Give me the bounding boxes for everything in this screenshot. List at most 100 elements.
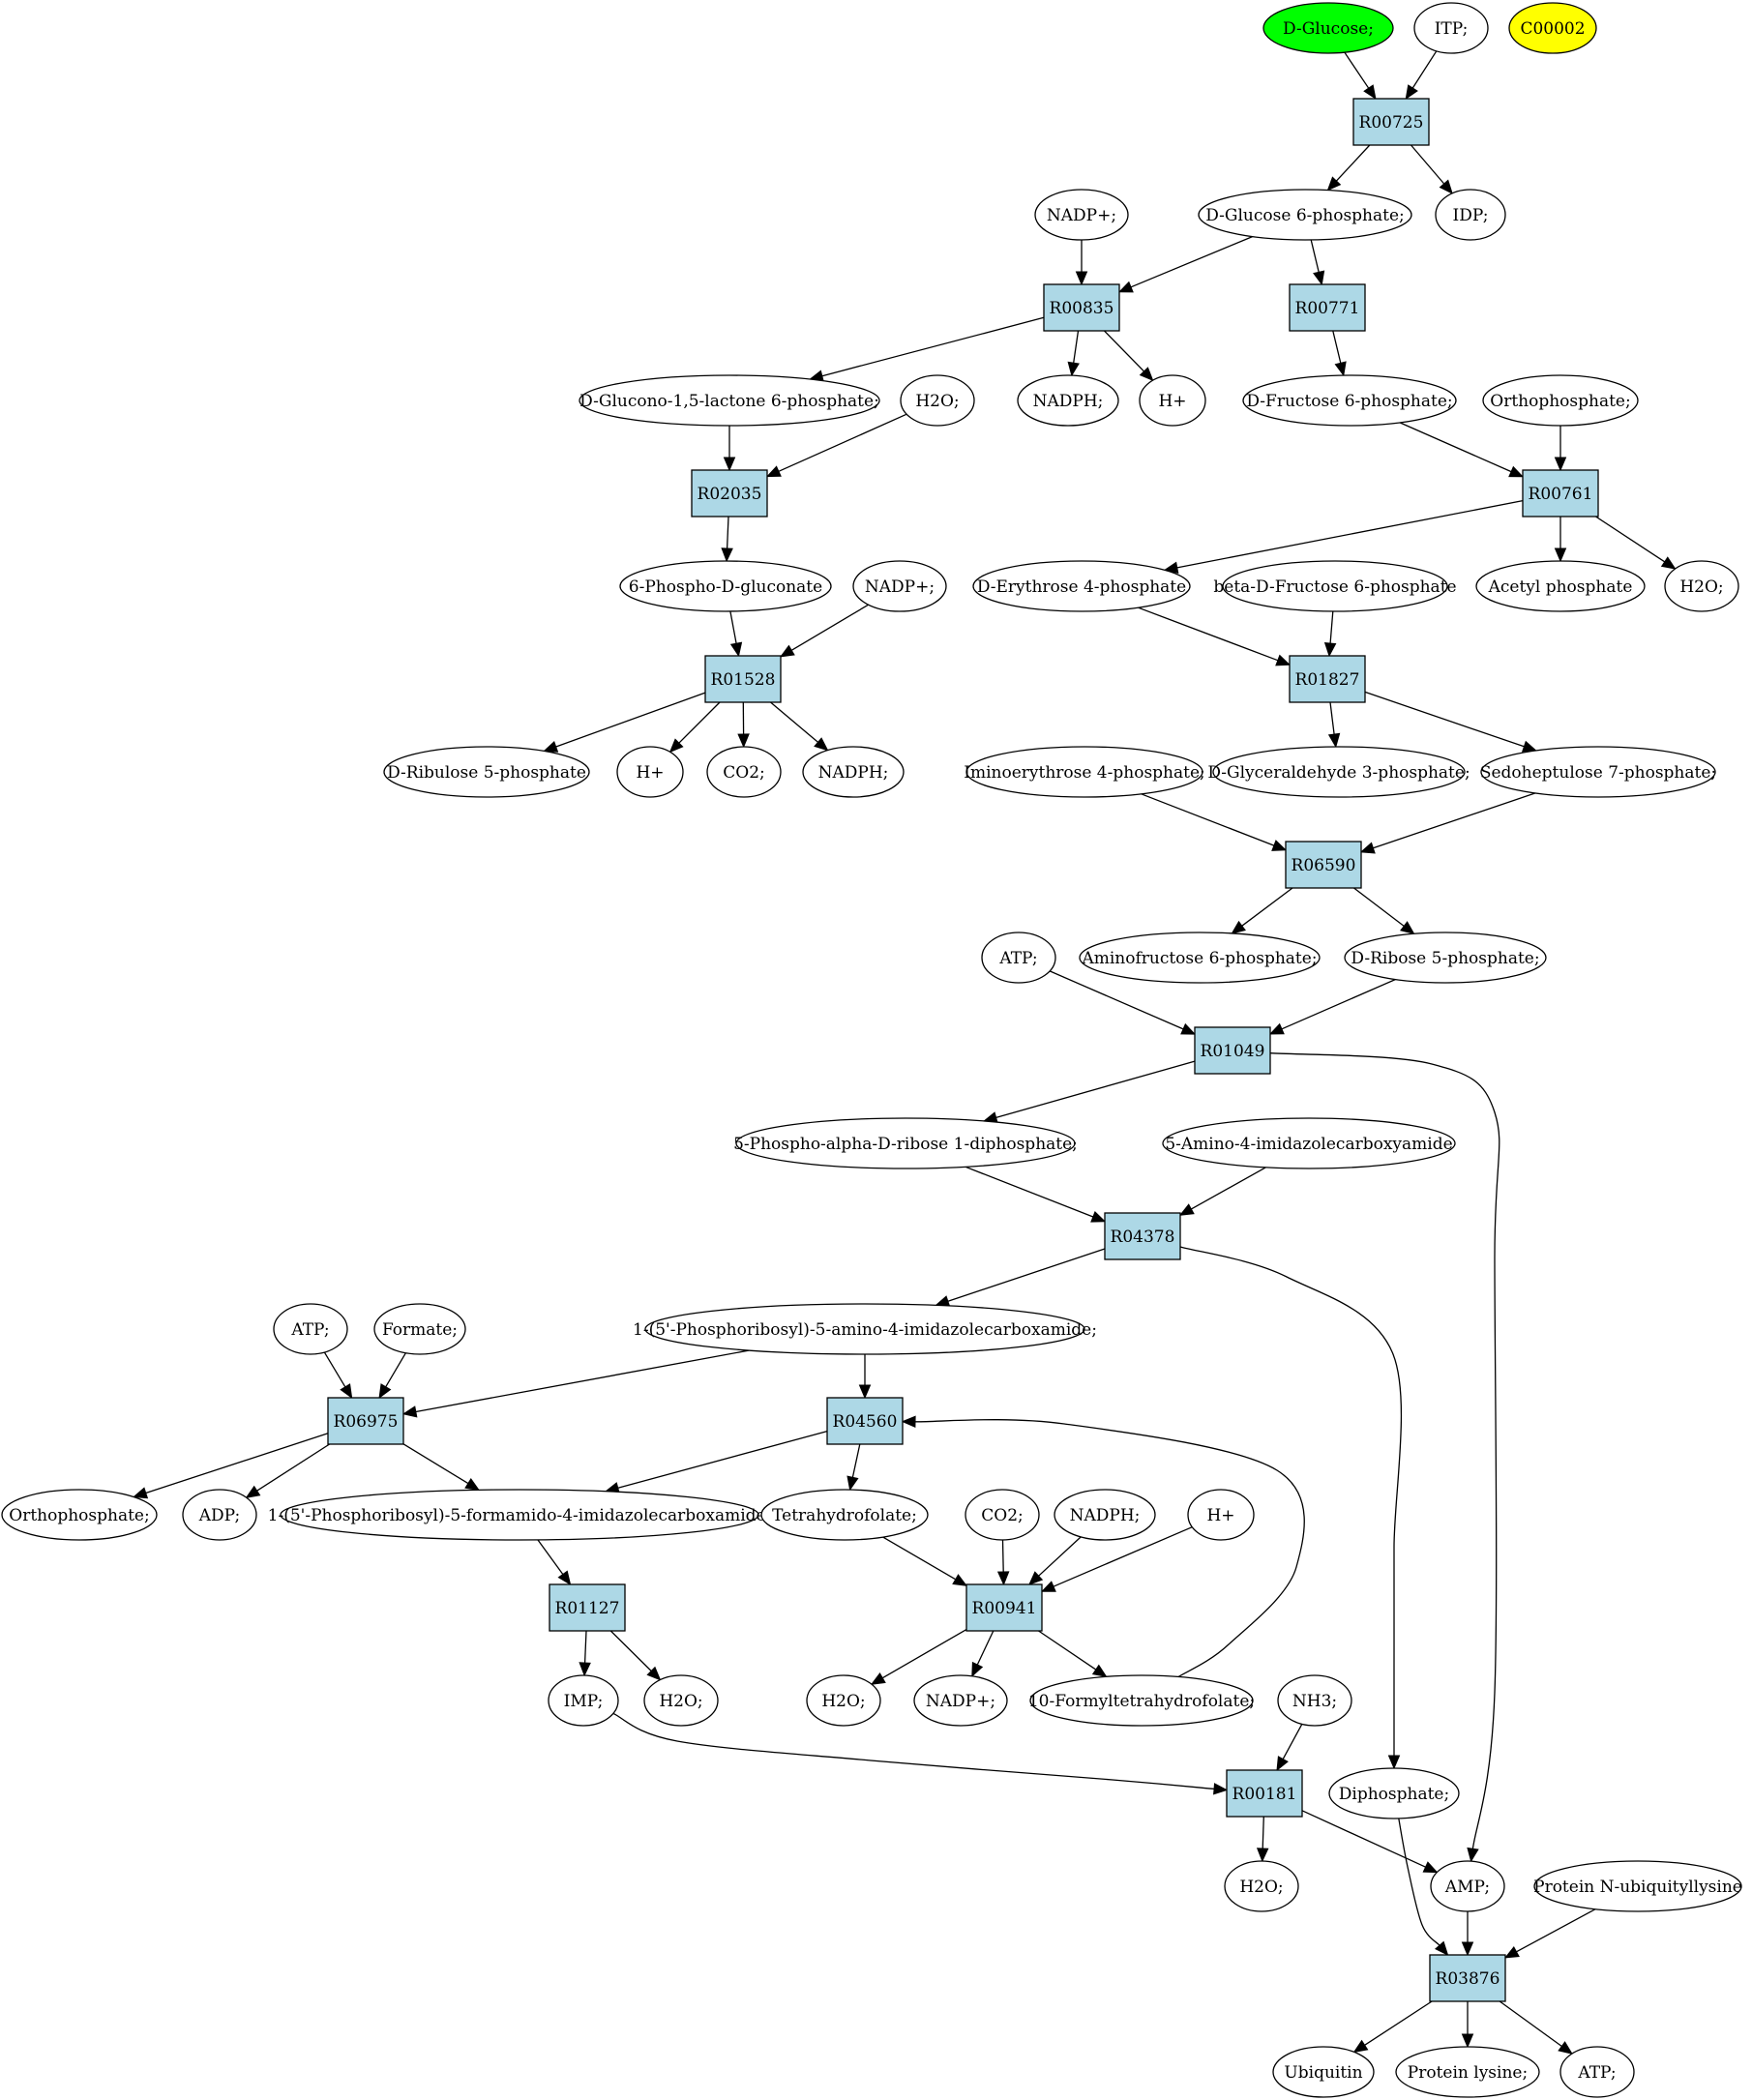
compound-ellipse — [981, 932, 1056, 984]
compound-ellipse — [1272, 2046, 1375, 2098]
edge-ubiquityllysine-to-R03876 — [1503, 1908, 1596, 1959]
compound-ellipse — [735, 1117, 1076, 1169]
compound-node-h2o-4: H2O; — [806, 1674, 881, 1727]
compound-node-hplus-1: H+ — [1139, 374, 1206, 427]
edge-R00835-to-glucono — [808, 316, 1045, 382]
node-label: AMP; — [1444, 1878, 1490, 1897]
edge-erythrose-to-R01827 — [1138, 606, 1292, 666]
arrowhead — [1461, 1941, 1474, 1957]
compound-node-ribose5p: D-Ribose 5-phosphate; — [1344, 932, 1547, 984]
node-label: CO2; — [723, 763, 765, 783]
arrowhead — [1352, 2039, 1369, 2054]
compound-node-sedoheptulose: Sedoheptulose 7-phosphate; — [1480, 746, 1716, 798]
node-label: H2O; — [1239, 1878, 1283, 1897]
compound-node-amp: AMP; — [1430, 1860, 1505, 1912]
edge-R00941-to-nadp_3 — [971, 1630, 995, 1677]
edge-R00771-to-f6p — [1332, 330, 1347, 377]
compound-ellipse — [1139, 374, 1206, 427]
edge-aicar-to-R06975 — [401, 1349, 750, 1418]
compound-ellipse — [373, 1303, 466, 1355]
edge-line — [402, 1443, 469, 1485]
edge-line — [1364, 2000, 1433, 2046]
reaction-node-R01827: R01827 — [1289, 655, 1366, 703]
node-label: 1-(5'-Phosphoribosyl)-5-amino-4-imidazol… — [633, 1320, 1097, 1340]
reaction-node-R00725: R00725 — [1352, 98, 1430, 146]
node-label: D-Fructose 6-phosphate; — [1246, 392, 1452, 411]
compound-ellipse — [1054, 1489, 1156, 1541]
arrowhead — [1439, 179, 1453, 194]
edge-line — [778, 413, 907, 472]
compound-ellipse — [1664, 560, 1739, 612]
reaction-node-R06590: R06590 — [1285, 841, 1362, 889]
compound-node-f6p: D-Fructose 6-phosphate; — [1242, 374, 1457, 427]
compound-ellipse — [643, 1674, 719, 1727]
node-label: H2O; — [659, 1692, 702, 1711]
node-label: Orthophosphate; — [1490, 392, 1630, 411]
node-label: ADP; — [198, 1506, 240, 1525]
edge-formate-to-R06975 — [378, 1352, 406, 1400]
edge-nadp_2-to-R01528 — [779, 604, 869, 658]
compound-node-g6p: D-Glucose 6-phosphate; — [1198, 189, 1412, 241]
arrowhead — [765, 465, 782, 478]
compound-node-nh3: NH3; — [1277, 1674, 1352, 1727]
edge-nadp_1-to-R00835 — [1075, 240, 1088, 286]
edge-R06590-to-aminofructose — [1231, 887, 1293, 934]
arrowhead — [557, 1570, 572, 1586]
node-label: H2O; — [1679, 577, 1723, 597]
node-label: Aminofructose 6-phosphate; — [1081, 949, 1317, 968]
arrowhead — [721, 547, 733, 563]
arrowhead — [1363, 84, 1377, 101]
edge-R03876-to-protein_lysine — [1461, 2001, 1474, 2049]
reaction-node-R04378: R04378 — [1104, 1212, 1181, 1260]
compound-ellipse — [182, 1489, 257, 1541]
node-label: R00941 — [972, 1599, 1037, 1618]
edge-line — [1329, 610, 1334, 644]
compound-node-hplus-3: H+ — [1187, 1489, 1255, 1541]
reaction-node-R01528: R01528 — [704, 655, 782, 703]
arrowhead — [1467, 1847, 1479, 1863]
compound-ellipse — [1430, 1860, 1505, 1912]
edge-R01528-to-nadph_2 — [770, 701, 829, 752]
node-label: 5-Amino-4-imidazolecarboxyamide — [1165, 1135, 1452, 1154]
compound-node-nadph-3: NADPH; — [1054, 1489, 1156, 1541]
node-label: NH3; — [1292, 1692, 1337, 1711]
edge-ribose5p-to-R01049 — [1268, 979, 1396, 1035]
compound-ellipse — [1034, 189, 1129, 241]
compound-node-ubiquitin: Ubiquitin — [1272, 2046, 1375, 2098]
reaction-node-R00181: R00181 — [1226, 1769, 1303, 1818]
arrowhead — [1461, 2033, 1474, 2049]
edge-line — [1373, 792, 1536, 849]
arrowhead — [1387, 1755, 1401, 1770]
compound-ellipse — [616, 746, 684, 798]
compound-ellipse — [280, 1489, 759, 1541]
arrowhead — [1256, 1848, 1269, 1863]
edge-line — [1141, 793, 1275, 846]
edge-line — [678, 701, 721, 744]
compound-node-glucono: D-Glucono-1,5-lactone 6-phosphate; — [579, 374, 880, 427]
edge-glucose-to-R00725 — [1344, 51, 1377, 101]
node-label: beta-D-Fructose 6-phosphate — [1213, 577, 1456, 597]
arrowhead — [1180, 1022, 1197, 1035]
edge-line — [995, 1060, 1196, 1119]
edge-line — [914, 1419, 1305, 1678]
compound-ellipse — [1162, 1117, 1456, 1169]
node-label: D-Glucono-1,5-lactone 6-phosphate; — [579, 392, 879, 411]
node-label: H2O; — [915, 392, 959, 411]
edge-nh3-to-R00181 — [1276, 1724, 1303, 1772]
edge-line — [1499, 2000, 1562, 2048]
arrowhead — [1091, 1664, 1108, 1678]
arrowhead — [996, 1571, 1010, 1586]
compound-ellipse — [548, 1674, 619, 1727]
node-label: Orthophosphate; — [9, 1506, 149, 1525]
node-label: R01827 — [1295, 670, 1360, 690]
compound-node-erythrose: D-Erythrose 4-phosphate — [972, 560, 1191, 612]
reaction-box — [1352, 98, 1430, 146]
edge-R04560-to-faicar — [604, 1430, 828, 1494]
compound-ellipse — [1029, 1674, 1254, 1727]
arrowhead — [1334, 361, 1347, 377]
compound-ellipse — [1224, 1860, 1299, 1912]
edge-R00761-to-h2o_2 — [1595, 516, 1677, 570]
compound-node-itp: ITP; — [1413, 2, 1489, 54]
edge-line — [1310, 239, 1320, 273]
edge-line — [1353, 887, 1405, 927]
